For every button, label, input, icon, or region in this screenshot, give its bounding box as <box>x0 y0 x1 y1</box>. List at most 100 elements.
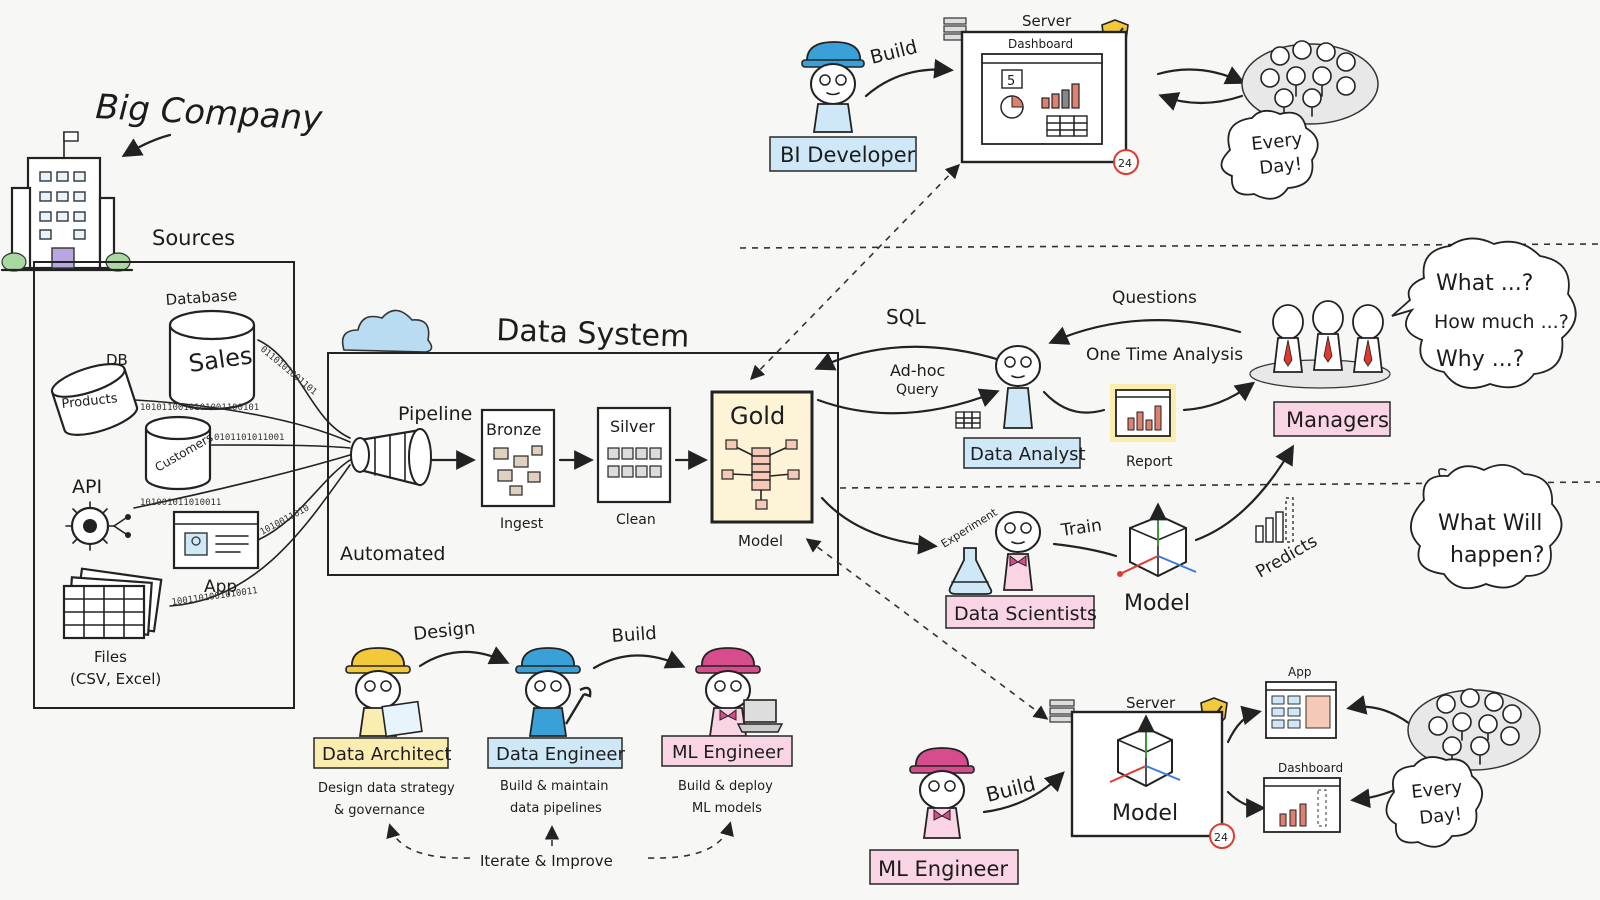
data-engineer-avatar <box>515 647 592 737</box>
laptop-icon <box>736 699 784 733</box>
products-database-icon <box>50 362 139 436</box>
ml-desc-line1: Build & deploy <box>678 779 773 794</box>
ml-desc-line2: ML models <box>692 801 762 816</box>
ml-dashboard-label: Dashboard <box>1278 761 1343 775</box>
bronze-scattered-icon <box>493 445 543 496</box>
question-how-much: How much ...? <box>1434 311 1569 333</box>
ml-engineer-label: ML Engineer <box>878 857 1008 881</box>
engineer-desc-line2: data pipelines <box>510 801 602 816</box>
iterate-improve-label: Iterate & Improve <box>480 852 613 870</box>
data-engineer-label: Data Engineer <box>496 744 625 765</box>
ml-model-cube-icon <box>1117 502 1197 578</box>
silver-label: Silver <box>610 417 655 436</box>
sources-label: Sources <box>152 226 235 250</box>
design-label: Design <box>412 618 476 645</box>
data-analyst-section: SQL Ad-hoc Query Data Analyst Questions … <box>814 288 1256 470</box>
pipeline-funnel-icon <box>350 428 432 487</box>
data-analyst-avatar <box>995 345 1041 429</box>
data-scientist-section: Experiment Data Scientists Train Model <box>820 444 1321 629</box>
flask-icon <box>948 547 993 595</box>
build-label: Build <box>611 623 658 647</box>
ml-server-model-cube-icon <box>1109 714 1181 788</box>
svg-text:1010011010: 1010011010 <box>259 503 312 537</box>
gold-ml-dashed-link <box>805 538 1049 720</box>
bi-developer-avatar <box>801 41 865 133</box>
data-architect-avatar <box>345 647 423 738</box>
svg-text:101001011010011: 101001011010011 <box>140 498 221 508</box>
gold-label: Gold <box>730 402 785 430</box>
bi-server-icon <box>943 17 967 41</box>
ml-engineer-avatar-team <box>695 647 784 737</box>
bi-developer-label: BI Developer <box>780 143 916 167</box>
questions-bubble <box>1391 237 1577 389</box>
database-label: Database <box>165 286 238 309</box>
questions-label: Questions <box>1112 288 1197 308</box>
bronze-label: Bronze <box>486 420 541 439</box>
query-label: Query <box>896 382 939 398</box>
scientist-model-label: Model <box>1124 591 1190 616</box>
app-label: App <box>204 577 237 597</box>
ml-deploy-section: ML Engineer Build Server Model 24 App <box>869 665 1541 885</box>
bi-day-text: Day! <box>1258 154 1303 179</box>
bi-kpi-value: 5 <box>1007 74 1015 89</box>
ml-users-crowd-icon <box>1407 688 1541 771</box>
future-question-line1: What Will <box>1438 511 1542 536</box>
ml-server-label: Server <box>1126 694 1176 712</box>
one-time-analysis-label: One Time Analysis <box>1086 345 1243 365</box>
company-title: Big Company <box>95 87 325 139</box>
cloud-icon <box>341 309 433 353</box>
files-types-label: (CSV, Excel) <box>70 670 161 688</box>
ml-app-label: App <box>1288 665 1311 679</box>
bi-24h-badge <box>1113 149 1139 175</box>
automated-label: Automated <box>340 543 445 565</box>
experiment-label: Experiment <box>939 505 1000 550</box>
data-system-title: Data System <box>496 313 690 355</box>
company-section: Big Company Sources Database <box>0 87 351 709</box>
data-scientist-avatar <box>995 511 1041 591</box>
ml-server-icon <box>1049 699 1075 723</box>
api-gear-icon <box>65 501 131 551</box>
question-what: What ...? <box>1436 271 1533 296</box>
gold-bi-dashed-link <box>749 163 961 381</box>
pipeline-label: Pipeline <box>398 403 472 425</box>
bi-table-icon <box>1046 115 1088 137</box>
ml-engineer-team-label: ML Engineer <box>672 742 784 763</box>
bi-developer-section: BI Developer Build Server Dashboard 5 24 <box>769 12 1379 200</box>
gold-star-schema-icon <box>721 439 800 510</box>
ml-every-day-bubble <box>1385 756 1483 848</box>
managers-section: Managers What ...? How much ...? Why ...… <box>1249 237 1577 590</box>
predicts-chart-icon <box>1255 497 1294 543</box>
data-system-section: Data System Pipeline Automated Bronze In… <box>327 309 839 576</box>
ml-server-model-label: Model <box>1112 801 1178 826</box>
files-icon <box>62 567 163 640</box>
bi-pie-chart-icon <box>1000 95 1024 119</box>
bi-every-day-bubble <box>1220 109 1319 200</box>
wrench-icon <box>564 686 592 725</box>
silver-ordered-icon <box>607 447 662 478</box>
svg-text:0110101001101: 0110101001101 <box>258 345 318 398</box>
files-label: Files <box>94 648 127 666</box>
app-window-icon <box>172 510 260 570</box>
adhoc-label: Ad-hoc <box>890 361 945 380</box>
report-label: Report <box>1126 454 1173 470</box>
ml-24h-badge <box>1209 823 1235 849</box>
managers-label: Managers <box>1286 408 1389 432</box>
data-system-box <box>327 352 839 576</box>
company-arrow <box>121 133 172 158</box>
bronze-sub-label: Ingest <box>500 516 544 532</box>
sql-label: SQL <box>886 305 926 329</box>
ml-build-label: Build <box>983 771 1038 806</box>
data-scientists-label: Data Scientists <box>954 603 1097 625</box>
bi-24h-text: 24 <box>1118 157 1132 170</box>
bi-bar-chart-icon <box>1041 83 1080 109</box>
architect-desc-line1: Design data strategy <box>318 781 455 796</box>
api-label: API <box>72 476 102 498</box>
ml-day-text: Day! <box>1418 804 1463 829</box>
engineer-desc-line1: Build & maintain <box>500 779 608 794</box>
sources-box <box>33 261 295 709</box>
bi-server-label: Server <box>1022 12 1072 30</box>
question-why: Why ...? <box>1436 347 1524 372</box>
bi-dashboard-label: Dashboard <box>1008 37 1073 51</box>
team-section: Design Build Data Architect Dat <box>313 618 793 870</box>
